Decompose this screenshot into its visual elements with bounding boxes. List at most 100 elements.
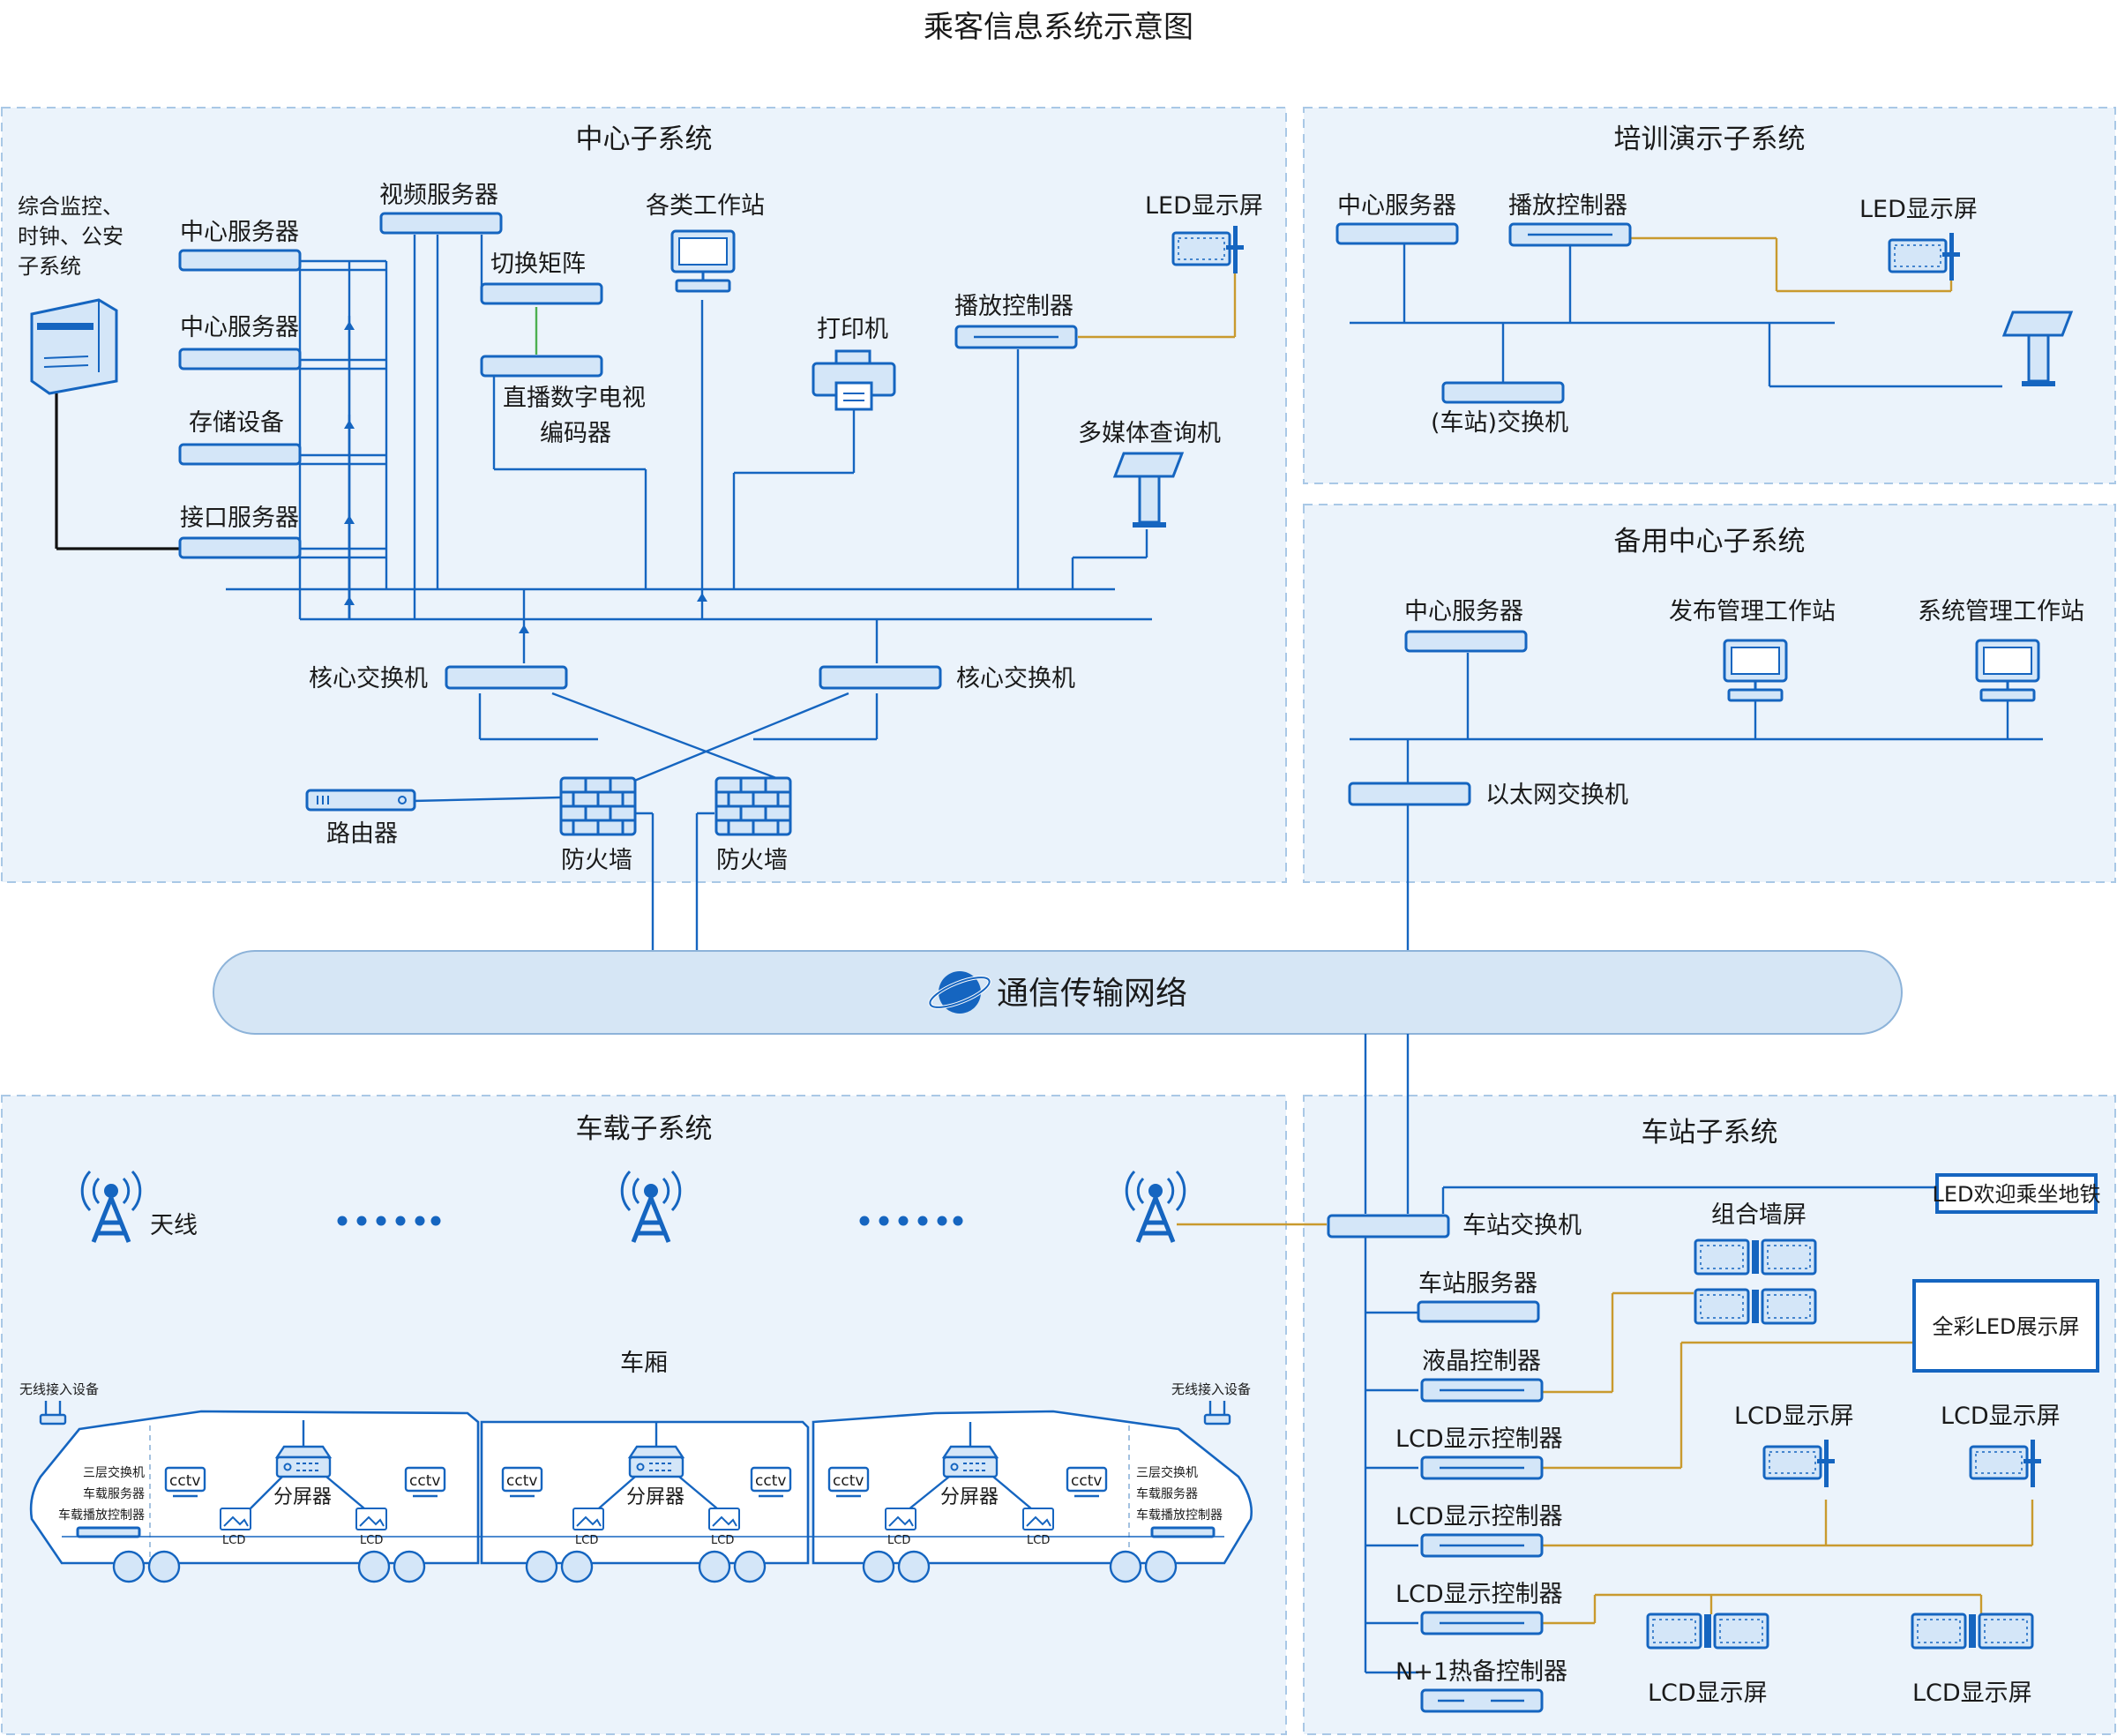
lcd-ctrl-label: 液晶控制器 bbox=[1422, 1348, 1541, 1375]
core-switch-left bbox=[445, 665, 568, 690]
lcd-label-3: LCD bbox=[575, 1534, 598, 1547]
station-title: 车站子系统 bbox=[1642, 1117, 1778, 1149]
firewall-right-icon bbox=[714, 776, 792, 836]
center-server-1-label: 中心服务器 bbox=[180, 219, 299, 246]
station-server-label: 车站服务器 bbox=[1418, 1270, 1537, 1298]
training-player-label: 播放控制器 bbox=[1508, 192, 1627, 220]
center-server-2 bbox=[178, 348, 302, 370]
lcd-display-ctrl1-label: LCD显示控制器 bbox=[1395, 1425, 1563, 1453]
ellipsis-dots-1 bbox=[337, 1216, 441, 1226]
center-panel bbox=[1, 107, 1287, 883]
backup-lines bbox=[1350, 653, 2043, 953]
center-server-2-label: 中心服务器 bbox=[180, 314, 299, 341]
backup-server bbox=[1404, 630, 1528, 653]
monitor-label-1: 综合监控、 bbox=[18, 194, 123, 219]
switch-matrix bbox=[480, 282, 603, 305]
carriage-label: 车厢 bbox=[620, 1350, 668, 1377]
interface-server bbox=[178, 536, 302, 559]
splitter-icon-1 bbox=[275, 1445, 332, 1478]
left-equip-label-1: 三层交换机 bbox=[83, 1465, 145, 1480]
full-led-label: 全彩LED展示屏 bbox=[1932, 1314, 2079, 1339]
workstation-icon bbox=[670, 229, 736, 293]
firewall-right-label: 防火墙 bbox=[716, 847, 788, 874]
globe-icon bbox=[928, 971, 991, 1014]
wireless-left-label: 无线接入设备 bbox=[19, 1381, 99, 1397]
firewall-left-label: 防火墙 bbox=[561, 847, 632, 874]
cctv-label-6: cctv bbox=[1071, 1472, 1102, 1490]
antenna-label: 天线 bbox=[150, 1212, 198, 1239]
center-server-1 bbox=[178, 249, 302, 272]
monitor-label-2: 时钟、公安 bbox=[18, 224, 123, 249]
right-equip-label-1: 三层交换机 bbox=[1136, 1465, 1198, 1480]
lcd-icon-3 bbox=[572, 1508, 604, 1530]
led-welcome-box bbox=[1935, 1173, 2098, 1214]
core-left-label: 核心交换机 bbox=[309, 665, 428, 692]
wireless-left-icon bbox=[39, 1401, 67, 1425]
video-server-label: 视频服务器 bbox=[379, 182, 498, 209]
ethernet-switch-label: 以太网交换机 bbox=[1485, 782, 1628, 809]
core-switch-right bbox=[819, 665, 942, 690]
wireless-right-label: 无线接入设备 bbox=[1171, 1381, 1251, 1397]
lcd-icon-6 bbox=[1022, 1508, 1054, 1530]
core-right-label: 核心交换机 bbox=[956, 665, 1075, 692]
wireless-right-icon bbox=[1203, 1401, 1231, 1425]
monitor-server-icon bbox=[30, 298, 118, 395]
firewall-left-icon bbox=[559, 776, 637, 836]
training-switch bbox=[1441, 381, 1565, 404]
station-server bbox=[1417, 1300, 1540, 1323]
right-equip-label-2: 车载服务器 bbox=[1136, 1486, 1198, 1501]
station-switch-label: 车站交换机 bbox=[1462, 1212, 1582, 1239]
train-wheels bbox=[112, 1550, 1178, 1583]
backup-title: 备用中心子系统 bbox=[1614, 526, 1806, 557]
vehicle-title: 车载子系统 bbox=[576, 1113, 713, 1145]
training-panel bbox=[1303, 107, 2116, 484]
publish-workstation-icon bbox=[1723, 639, 1788, 702]
training-lines bbox=[1350, 236, 2002, 388]
lcd-label-1: LCD bbox=[222, 1534, 245, 1547]
page-title: 乘客信息系统示意图 bbox=[924, 10, 1193, 45]
station-lines bbox=[1364, 1186, 2034, 1674]
wall-screen-bottom-icon bbox=[1694, 1288, 1817, 1325]
led-welcome-label: LED欢迎乘坐地铁 bbox=[1932, 1182, 2100, 1207]
splitter-label-2: 分屏器 bbox=[626, 1486, 684, 1508]
lcd-screen3-label: LCD显示屏 bbox=[1648, 1680, 1768, 1707]
right-vehicle-controller bbox=[1150, 1526, 1216, 1538]
storage-label: 存储设备 bbox=[189, 409, 284, 437]
training-title: 培训演示子系统 bbox=[1614, 123, 1806, 155]
center-title: 中心子系统 bbox=[576, 123, 713, 155]
station-switch bbox=[1327, 1214, 1450, 1238]
cctv-label-5: cctv bbox=[833, 1472, 864, 1490]
router-label: 路由器 bbox=[326, 820, 398, 848]
lcd-icon-1 bbox=[220, 1508, 251, 1530]
monitor-label-3: 子系统 bbox=[18, 254, 81, 279]
lcd-label-2: LCD bbox=[360, 1534, 383, 1547]
wall-screen-top-icon bbox=[1694, 1238, 1817, 1276]
matrix-label: 切换矩阵 bbox=[490, 251, 586, 278]
encoder-label-2: 编码器 bbox=[540, 420, 611, 447]
training-switch-label: (车站)交换机 bbox=[1431, 409, 1568, 437]
backup-server-label: 中心服务器 bbox=[1404, 598, 1523, 625]
lcd-screen4-label: LCD显示屏 bbox=[1912, 1680, 2032, 1707]
ethernet-switch bbox=[1348, 782, 1471, 806]
splitter-icon-2 bbox=[628, 1445, 684, 1478]
lcd-icon-4 bbox=[708, 1508, 740, 1530]
lcd-screen-4-icon bbox=[1911, 1613, 2034, 1650]
left-equip-label-2: 车载服务器 bbox=[83, 1486, 145, 1501]
lcd-icon-5 bbox=[885, 1508, 916, 1530]
cctv-label-1: cctv bbox=[169, 1472, 200, 1490]
center-player-label: 播放控制器 bbox=[954, 293, 1073, 320]
splitter-label-1: 分屏器 bbox=[273, 1486, 332, 1508]
sysmgmt-workstation-icon bbox=[1975, 639, 2040, 702]
ellipsis-dots-2 bbox=[859, 1216, 963, 1226]
workstation-label: 各类工作站 bbox=[646, 192, 765, 220]
wall-label: 组合墙屏 bbox=[1711, 1201, 1807, 1229]
router-icon bbox=[305, 789, 416, 812]
lcd-label-6: LCD bbox=[1027, 1534, 1050, 1547]
network-bar bbox=[213, 950, 1903, 1035]
splitter-icon-3 bbox=[942, 1445, 999, 1478]
training-server bbox=[1335, 222, 1459, 245]
publish-label: 发布管理工作站 bbox=[1669, 598, 1836, 625]
encoder-label-1: 直播数字电视 bbox=[503, 385, 646, 412]
cctv-label-2: cctv bbox=[409, 1472, 440, 1490]
center-lines bbox=[55, 235, 1237, 953]
